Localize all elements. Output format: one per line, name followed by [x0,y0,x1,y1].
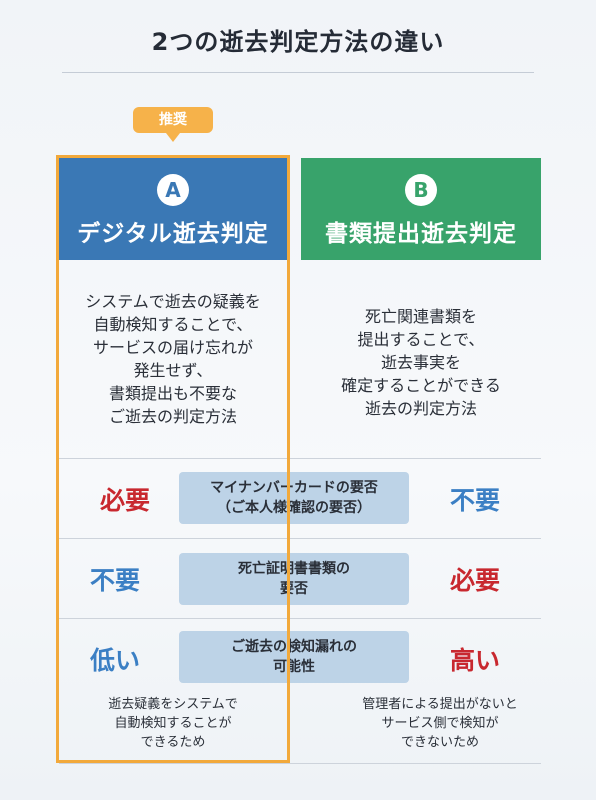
column-b-note: 管理者による提出がないと サービス側で検知が できないため [362,697,518,750]
badge-pointer [166,133,180,142]
column-b-description: 死亡関連書類を 提出することで、 逝去事実を 確定することができる 逝去の判定方… [341,307,501,418]
row1-a-value: 必要 [99,486,150,515]
title-divider [62,72,534,73]
row-divider [59,538,541,539]
row1-criterion-line2: （ご本人様確認の要否） [217,500,371,516]
column-a-description: システムで逝去の疑義を 自動検知することで、 サービスの届け忘れが 発生せず、 … [85,292,261,426]
row3-b-value: 高い [449,646,500,675]
row3-criterion-line1: ご逝去の検知漏れの [231,639,357,655]
row3-a-value: 低い [89,646,140,675]
column-a-note: 逝去疑義をシステムで 自動検知することが できるため [108,697,238,750]
row1-criterion-line1: マイナンバーカードの要否 [210,480,378,496]
column-a-title: デジタル逝去判定 [77,221,269,247]
recommended-badge: 推奨 [133,107,213,133]
row2-criterion: 死亡証明書書類の 要否 [179,553,409,605]
row3-criterion: ご逝去の検知漏れの 可能性 [179,631,409,683]
page-title: 2つの逝去判定方法の違い [151,28,445,56]
row2-b-value: 必要 [449,566,500,595]
row3-criterion-line2: 可能性 [273,659,315,675]
row-divider [59,763,541,764]
row1-b-value: 不要 [449,486,500,515]
row-divider [59,458,541,459]
column-b-letter: B [405,174,437,206]
column-a-letter: A [157,174,189,206]
row-divider [59,618,541,619]
recommended-column-frame [56,155,290,763]
row1-criterion: マイナンバーカードの要否 （ご本人様確認の要否） [179,472,409,524]
column-b-title: 書類提出逝去判定 [325,221,517,247]
row2-a-value: 不要 [89,566,140,595]
column-a-header: A デジタル逝去判定 [59,158,287,260]
row2-criterion-line1: 死亡証明書書類の [238,561,350,577]
column-b-header: B 書類提出逝去判定 [301,158,541,260]
